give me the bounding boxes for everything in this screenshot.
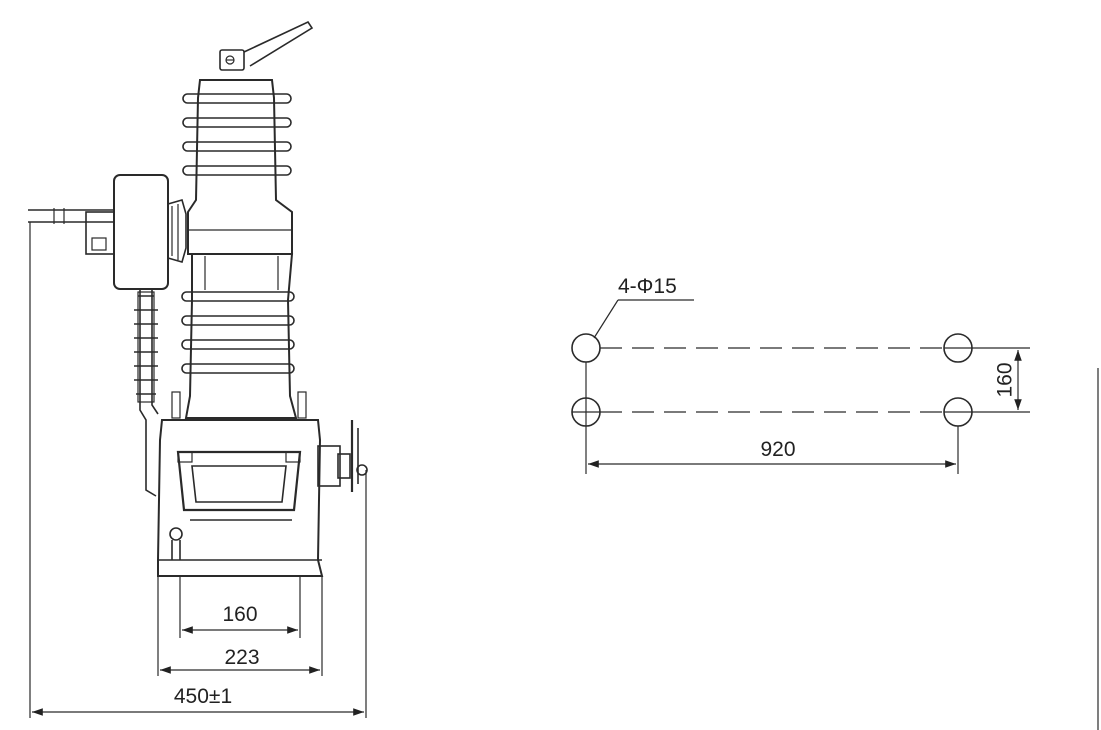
mechanism-box [157, 419, 368, 577]
dim-base-label: 223 [224, 646, 259, 669]
dimension-920: 920 [588, 438, 956, 468]
side-terminal [28, 174, 187, 497]
dim-overall-label: 450±1 [174, 685, 232, 708]
hole-leader: 4-Φ15 [593, 275, 694, 339]
lower-insulator [171, 253, 307, 419]
mounting-hole-top-left [571, 333, 601, 363]
dimension-160-plan: 160 [994, 350, 1022, 410]
dim-horizontal-label: 920 [760, 438, 795, 461]
hole-spec-label: 4-Φ15 [618, 275, 677, 298]
mounting-plan: 4-Φ15 920 160 [571, 275, 1099, 730]
dim-vertical-label: 160 [994, 362, 1017, 397]
dimension-223: 223 [160, 646, 320, 674]
dimension-160-front: 160 [182, 603, 298, 634]
dim-inner-label: 160 [222, 603, 257, 626]
front-view: 160 223 450±1 [28, 20, 368, 718]
upper-insulator [182, 79, 293, 255]
dimension-450: 450±1 [31, 685, 364, 716]
operating-handle [219, 20, 314, 71]
extension-lines [29, 222, 367, 718]
